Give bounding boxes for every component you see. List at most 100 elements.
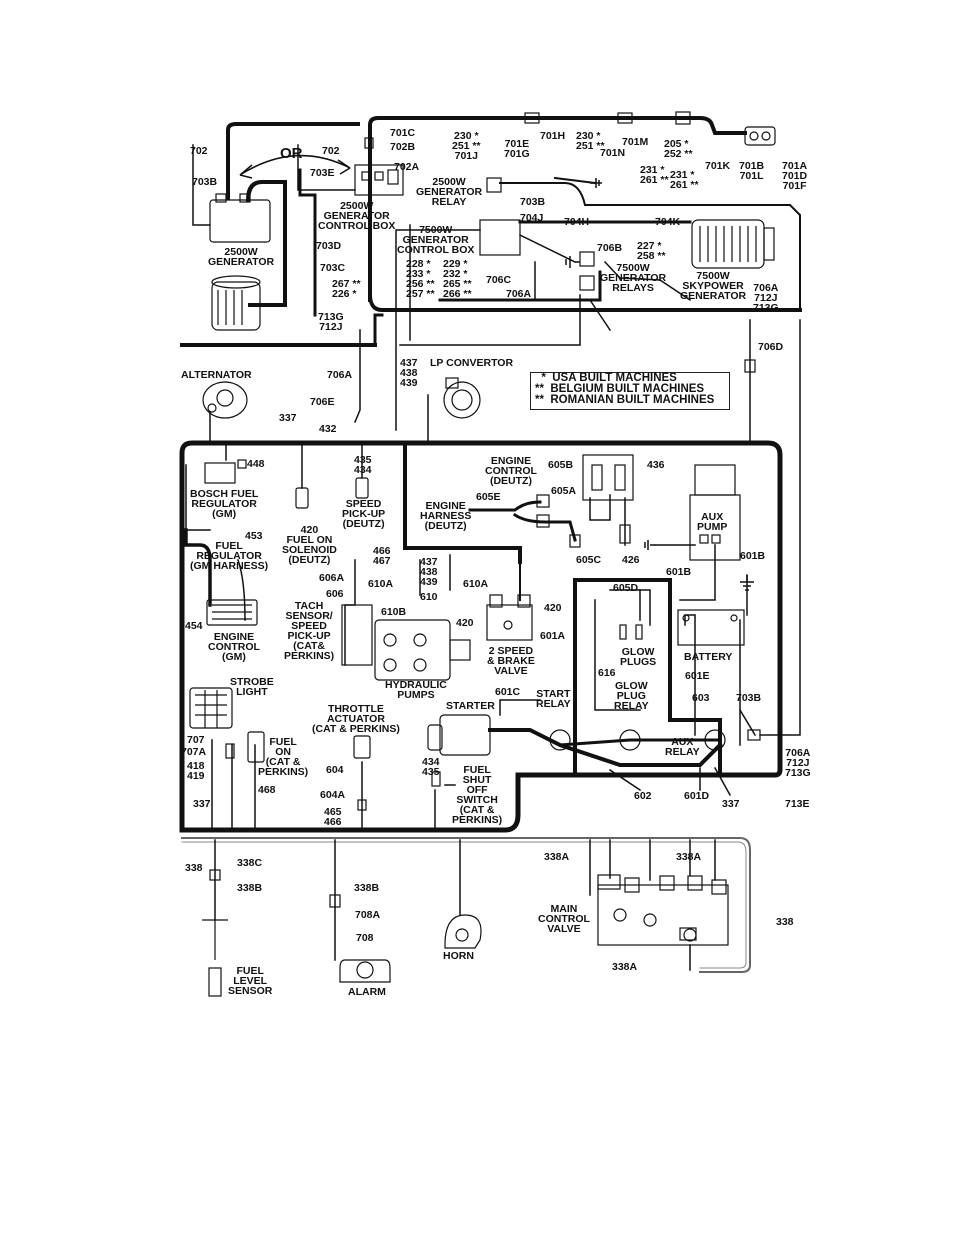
label-465-466: 465 466 xyxy=(324,806,342,828)
label-starter: STARTER xyxy=(446,700,495,712)
label-706c: 706C xyxy=(486,274,512,286)
label-701m: 701M xyxy=(622,136,649,148)
battery xyxy=(677,609,745,646)
label-704h: 704H xyxy=(564,216,590,228)
label-601e: 601E xyxy=(685,670,710,682)
label-229-232-265-266: 229 * 232 * 265 ** 266 ** xyxy=(443,258,472,300)
label-610: 610 xyxy=(420,591,438,603)
generator-2500w xyxy=(211,281,261,331)
bosch-fuel-regulator xyxy=(204,462,236,484)
tach-sensor xyxy=(341,604,373,666)
label-338a-right: 338A xyxy=(676,851,702,863)
label-fuel-regulator-gm: FUEL REGULATOR (GM HARNESS) xyxy=(190,540,269,572)
label-battery: BATTERY xyxy=(684,651,733,663)
label-713e: 713E xyxy=(785,798,810,810)
label-616: 616 xyxy=(598,667,616,679)
control-box-2500w xyxy=(354,164,404,196)
label-lp-convertor: LP CONVERTOR xyxy=(430,357,514,369)
label-701c: 701C xyxy=(390,127,416,139)
alternator xyxy=(202,381,248,419)
label-703b-right: 703B xyxy=(736,692,762,704)
label-702a: 702A xyxy=(394,161,420,173)
label-434-435: 434 435 xyxy=(422,756,440,778)
label-strobe-light: STROBE LIGHT xyxy=(230,676,274,698)
alarm xyxy=(339,959,391,983)
label-708: 708 xyxy=(356,932,374,944)
label-relays-7500w: 7500W GENERATOR RELAYS xyxy=(600,262,667,294)
label-604: 604 xyxy=(326,764,344,776)
label-703e: 703E xyxy=(310,167,335,179)
label-337-top: 337 xyxy=(279,412,297,424)
aux-pump xyxy=(694,464,736,496)
fuel-level-sensor xyxy=(208,967,222,997)
label-ctrl-box-2500w: 2500W GENERATOR CONTROL BOX xyxy=(318,200,396,232)
label-601a: 601A xyxy=(540,630,566,642)
label-707a: 707A xyxy=(181,746,207,758)
label-speed-pickup-deutz: SPEED PICK-UP (DEUTZ) xyxy=(342,498,386,530)
label-432: 432 xyxy=(319,423,337,435)
label-or: OR xyxy=(280,145,303,162)
label-426: 426 xyxy=(622,554,640,566)
harness-cross-2 xyxy=(373,313,384,347)
starter xyxy=(439,714,491,756)
label-fuel-level-sensor: FUEL LEVEL SENSOR xyxy=(228,965,273,997)
label-601b-left: 601B xyxy=(666,566,692,578)
label-437-438-439-mid: 437 438 439 xyxy=(420,556,438,588)
label-420-right: 420 xyxy=(544,602,562,614)
label-701b-701l: 701B 701L xyxy=(739,160,765,182)
gen-harness-7500b xyxy=(438,270,602,302)
label-702b: 702B xyxy=(390,141,416,153)
label-706a-712j-713g-bot: 706A 712J 713G xyxy=(785,747,811,779)
label-engine-control-gm: ENGINE CONTROL (GM) xyxy=(208,631,260,663)
label-706d: 706D xyxy=(758,341,784,353)
main-control-valve xyxy=(597,884,729,946)
label-708a: 708A xyxy=(355,909,381,921)
label-437-438-439-top: 437 438 439 xyxy=(400,357,418,389)
control-box-7500w xyxy=(479,219,521,256)
label-fuel-on-cat: FUEL ON (CAT & PERKINS) xyxy=(258,736,309,778)
label-engine-control-deutz: ENGINE CONTROL (DEUTZ) xyxy=(485,455,537,487)
label-454: 454 xyxy=(185,620,203,632)
label-706e: 706E xyxy=(310,396,335,408)
label-skypower-generator: 7500W SKYPOWER GENERATOR xyxy=(680,270,747,302)
label-main-control-valve: MAIN CONTROL VALVE xyxy=(538,903,590,935)
label-602: 602 xyxy=(634,790,652,802)
label-436: 436 xyxy=(647,459,665,471)
lower-harness xyxy=(181,837,751,973)
start-relay xyxy=(549,729,571,751)
label-601c: 601C xyxy=(495,686,521,698)
label-230-251-701j: 230 * 251 ** 701J xyxy=(452,130,481,162)
label-231-261b: 231 * 261 ** xyxy=(670,169,699,191)
label-418-419: 418 419 xyxy=(187,760,205,782)
legend-romanian: ** ROMANIAN BUILT MACHINES xyxy=(535,394,715,406)
horn xyxy=(444,914,482,949)
legend-belgium: ** BELGIUM BUILT MACHINES xyxy=(535,383,705,395)
label-703d: 703D xyxy=(316,240,342,252)
two-speed-brake-valve xyxy=(486,604,533,641)
legend-usa: * USA BUILT MACHINES xyxy=(535,372,677,384)
label-hydraulic-pumps: HYDRAULIC PUMPS xyxy=(385,679,447,701)
label-702-mid: 702 xyxy=(322,145,340,157)
label-338b-left: 338B xyxy=(237,882,263,894)
lp-convertor xyxy=(443,381,481,419)
label-703c: 703C xyxy=(320,262,346,274)
label-horn: HORN xyxy=(443,950,474,962)
strobe-light xyxy=(189,687,233,729)
label-701k: 701K xyxy=(705,160,731,172)
label-448: 448 xyxy=(247,458,265,470)
label-706a-712j-713g-top: 706A 712J 713G xyxy=(753,282,779,314)
label-338c: 338C xyxy=(237,857,263,869)
label-267-226: 267 ** 226 * xyxy=(332,278,361,300)
label-466-467: 466 467 xyxy=(373,545,391,567)
label-701n: 701N xyxy=(600,147,626,159)
label-two-speed-brake-valve: 2 SPEED & BRAKE VALVE xyxy=(487,645,535,677)
label-228-233-256-257: 228 * 233 * 256 ** 257 ** xyxy=(406,258,435,300)
label-338a-bottom: 338A xyxy=(612,961,638,973)
label-throttle-actuator: THROTTLE ACTUATOR (CAT & PERKINS) xyxy=(312,703,400,735)
throttle-actuator xyxy=(353,735,371,759)
label-702-left: 702 xyxy=(190,145,208,157)
label-338b-mid: 338B xyxy=(354,882,380,894)
label-231-261a: 231 * 261 ** xyxy=(640,164,669,186)
gen-harness-c xyxy=(367,292,802,312)
